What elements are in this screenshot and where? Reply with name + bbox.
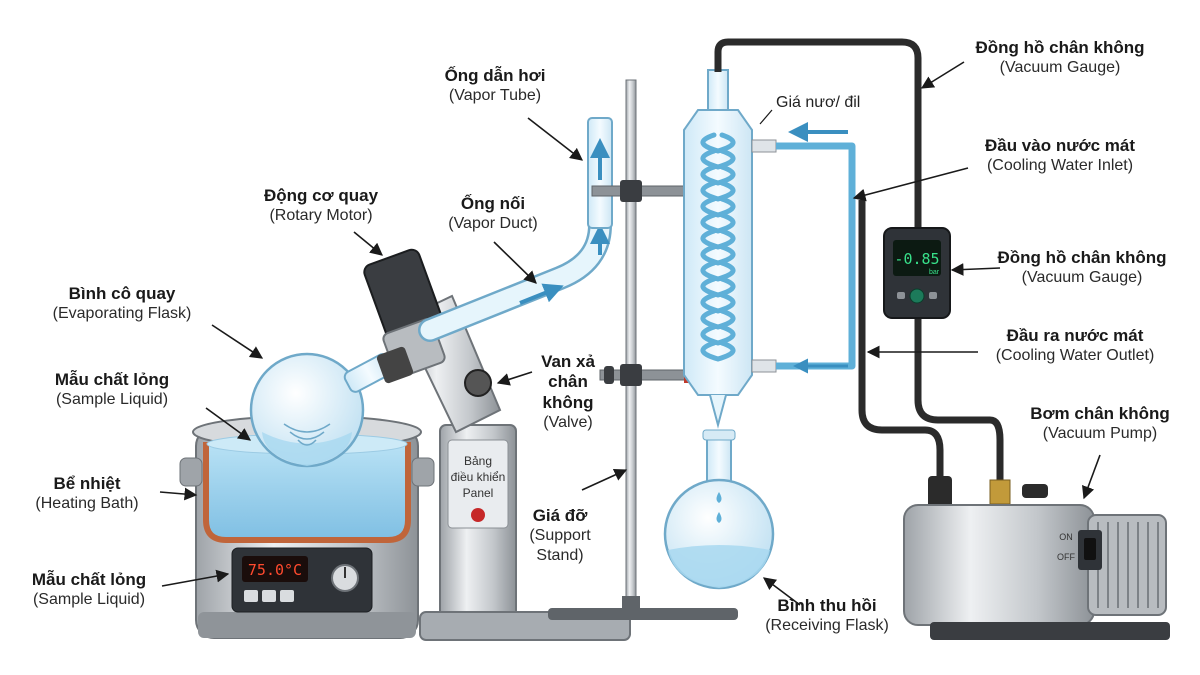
pump-off-label: OFF bbox=[1057, 552, 1075, 562]
label-vacuum-gauge-mid-vi: Đồng hồ chân không bbox=[997, 248, 1167, 267]
label-receiving-flask-en: (Receiving Flask) bbox=[765, 617, 889, 635]
label-support-stand-vi: Giá đỡ bbox=[532, 506, 588, 525]
bath-control-panel: 75.0°C bbox=[231, 547, 373, 613]
digital-vacuum-gauge: -0.85 bar bbox=[883, 227, 951, 319]
condenser-holder-label: Giá nươ/ đil bbox=[776, 94, 860, 111]
label-support-stand-en-1: (Support bbox=[529, 527, 591, 545]
label-vacuum-pump-vi: Bơm chân không bbox=[1030, 404, 1170, 423]
label-rotary-motor-vi: Động cơ quay bbox=[263, 186, 379, 205]
receiving-flask bbox=[663, 429, 775, 590]
label-valve-vi-1: Van xả bbox=[541, 352, 595, 371]
label-sample-liquid-top-en: (Sample Liquid) bbox=[55, 391, 169, 409]
vacuum-hose bbox=[714, 38, 1004, 490]
label-heating-bath-vi: Bể nhiệt bbox=[53, 474, 121, 493]
label-cooling-inlet-vi: Đầu vào nước mát bbox=[984, 136, 1136, 155]
label-rotary-motor-en: (Rotary Motor) bbox=[269, 207, 373, 225]
bath-temperature-display: 75.0°C bbox=[248, 561, 302, 579]
valve-knob[interactable] bbox=[464, 369, 492, 397]
cooling-water-tubes bbox=[776, 122, 856, 374]
label-sample-liquid-top-vi: Mẫu chất lỏng bbox=[54, 370, 170, 389]
panel-label-line-3: Panel bbox=[463, 486, 494, 500]
label-vapor-duct: Ống nối (Vapor Duct) bbox=[418, 194, 568, 234]
label-heating-bath: Bể nhiệt (Heating Bath) bbox=[12, 474, 162, 514]
power-button[interactable] bbox=[471, 508, 485, 522]
label-vapor-duct-en: (Vapor Duct) bbox=[448, 215, 538, 233]
label-cooling-inlet: Đầu vào nước mát (Cooling Water Inlet) bbox=[960, 136, 1160, 176]
label-valve-vi-3: không bbox=[542, 392, 594, 412]
label-valve-en: (Valve) bbox=[543, 414, 593, 432]
label-support-stand: Giá đỡ (Support Stand) bbox=[520, 506, 600, 565]
label-vacuum-gauge-top-vi: Đồng hồ chân không bbox=[975, 38, 1145, 57]
support-stand bbox=[548, 79, 738, 620]
label-sample-liquid-top: Mẫu chất lỏng (Sample Liquid) bbox=[12, 370, 212, 410]
label-vacuum-pump-en: (Vacuum Pump) bbox=[1042, 425, 1158, 443]
gauge-reading: -0.85 bbox=[894, 250, 939, 268]
label-valve: Van xả chân không (Valve) bbox=[528, 352, 608, 432]
panel-label-line-1: Bảng bbox=[464, 454, 492, 468]
panel-label-line-2: điều khiển bbox=[451, 470, 506, 484]
label-cooling-inlet-en: (Cooling Water Inlet) bbox=[986, 157, 1134, 175]
vapor-tube bbox=[587, 117, 613, 229]
label-cooling-outlet-en: (Cooling Water Outlet) bbox=[995, 347, 1155, 365]
label-sample-liquid-bottom-en: (Sample Liquid) bbox=[32, 591, 146, 609]
label-valve-vi-2: chân bbox=[548, 372, 588, 392]
label-sample-liquid-bottom: Mẫu chất lỏng (Sample Liquid) bbox=[4, 570, 174, 610]
label-evaporating-flask: Bình cô quay (Evaporating Flask) bbox=[22, 284, 222, 324]
holder-callout-line bbox=[759, 109, 773, 125]
label-cooling-outlet: Đầu ra nước mát (Cooling Water Outlet) bbox=[970, 326, 1180, 366]
label-vapor-duct-vi: Ống nối bbox=[460, 194, 526, 213]
label-vacuum-gauge-mid-en: (Vacuum Gauge) bbox=[1021, 269, 1143, 287]
label-sample-liquid-bottom-vi: Mẫu chất lỏng bbox=[31, 570, 147, 589]
gauge-unit: bar bbox=[929, 269, 940, 276]
condenser bbox=[683, 69, 777, 429]
label-vapor-tube-en: (Vapor Tube) bbox=[448, 87, 542, 105]
label-receiving-flask: Bình thu hồi (Receiving Flask) bbox=[742, 596, 912, 636]
label-vacuum-gauge-top-en: (Vacuum Gauge) bbox=[999, 59, 1121, 77]
label-evaporating-flask-vi: Bình cô quay bbox=[68, 284, 176, 303]
label-vapor-tube: Ống dẫn hơi (Vapor Tube) bbox=[420, 66, 570, 106]
label-cooling-outlet-vi: Đầu ra nước mát bbox=[1006, 326, 1144, 345]
label-vapor-tube-vi: Ống dẫn hơi bbox=[444, 66, 546, 85]
label-support-stand-en-2: Stand) bbox=[536, 546, 584, 564]
label-vacuum-pump: Bơm chân không (Vacuum Pump) bbox=[1010, 404, 1190, 444]
label-rotary-motor: Động cơ quay (Rotary Motor) bbox=[236, 186, 406, 226]
label-vacuum-gauge-mid: Đồng hồ chân không (Vacuum Gauge) bbox=[972, 248, 1192, 288]
label-vacuum-gauge-top: Đồng hồ chân không (Vacuum Gauge) bbox=[950, 38, 1170, 78]
pump-on-label: ON bbox=[1059, 532, 1073, 542]
callout-arrows bbox=[159, 61, 1101, 606]
pump-power-switch[interactable] bbox=[1084, 538, 1096, 560]
label-heating-bath-en: (Heating Bath) bbox=[35, 495, 139, 513]
label-receiving-flask-vi: Bình thu hồi bbox=[777, 596, 877, 615]
vacuum-pump: ON OFF bbox=[903, 476, 1170, 640]
label-evaporating-flask-en: (Evaporating Flask) bbox=[52, 305, 192, 323]
gauge-button[interactable] bbox=[909, 288, 925, 304]
